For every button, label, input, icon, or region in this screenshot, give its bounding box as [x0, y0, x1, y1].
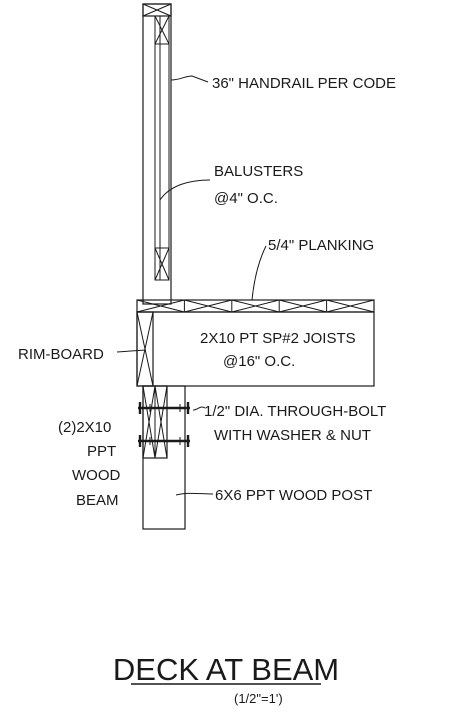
plank-hatch-line: [279, 299, 327, 313]
drawing-title: DECK AT BEAM: [113, 652, 339, 687]
joists-callout-line2: @16" O.C.: [223, 353, 295, 370]
joists-callout-line1: 2X10 PT SP#2 JOISTS: [200, 330, 356, 347]
beam-callout-line3: WOOD: [72, 467, 120, 484]
balusters-callout-line2: @4" O.C.: [214, 190, 278, 207]
through-bolt-lower: [138, 435, 190, 447]
planking: [136, 299, 375, 313]
through-bolt-callout-line2: WITH WASHER & NUT: [214, 427, 371, 444]
beam-callout-line2: PPT: [87, 443, 116, 460]
plank-hatch-line: [136, 299, 185, 313]
drawing-scale: (1/2"=1'): [234, 691, 283, 706]
post-callout: 6X6 PPT WOOD POST: [215, 487, 372, 504]
rim-board: [136, 311, 154, 387]
rim-board-callout: RIM-BOARD: [18, 346, 104, 363]
through-bolt-callout-line1: 1/2" DIA. THROUGH-BOLT: [204, 403, 386, 420]
handrail-post: [142, 3, 172, 305]
leader-lines: [116, 75, 267, 496]
post: [142, 385, 186, 530]
joist: [136, 311, 375, 387]
planking-callout: 5/4" PLANKING: [268, 237, 374, 254]
plank-hatch-line: [231, 299, 280, 313]
handrail-callout: 36" HANDRAIL PER CODE: [212, 75, 396, 92]
plank-hatch-line: [184, 299, 232, 313]
through-bolt-upper: [138, 402, 190, 414]
beam: [142, 385, 168, 459]
baluster: [154, 15, 170, 281]
beam-callout-line4: BEAM: [76, 492, 119, 509]
balusters-callout-line1: BALUSTERS: [214, 163, 303, 180]
plank-hatch-line: [326, 299, 375, 313]
beam-callout-line1: (2)2X10: [58, 419, 111, 436]
